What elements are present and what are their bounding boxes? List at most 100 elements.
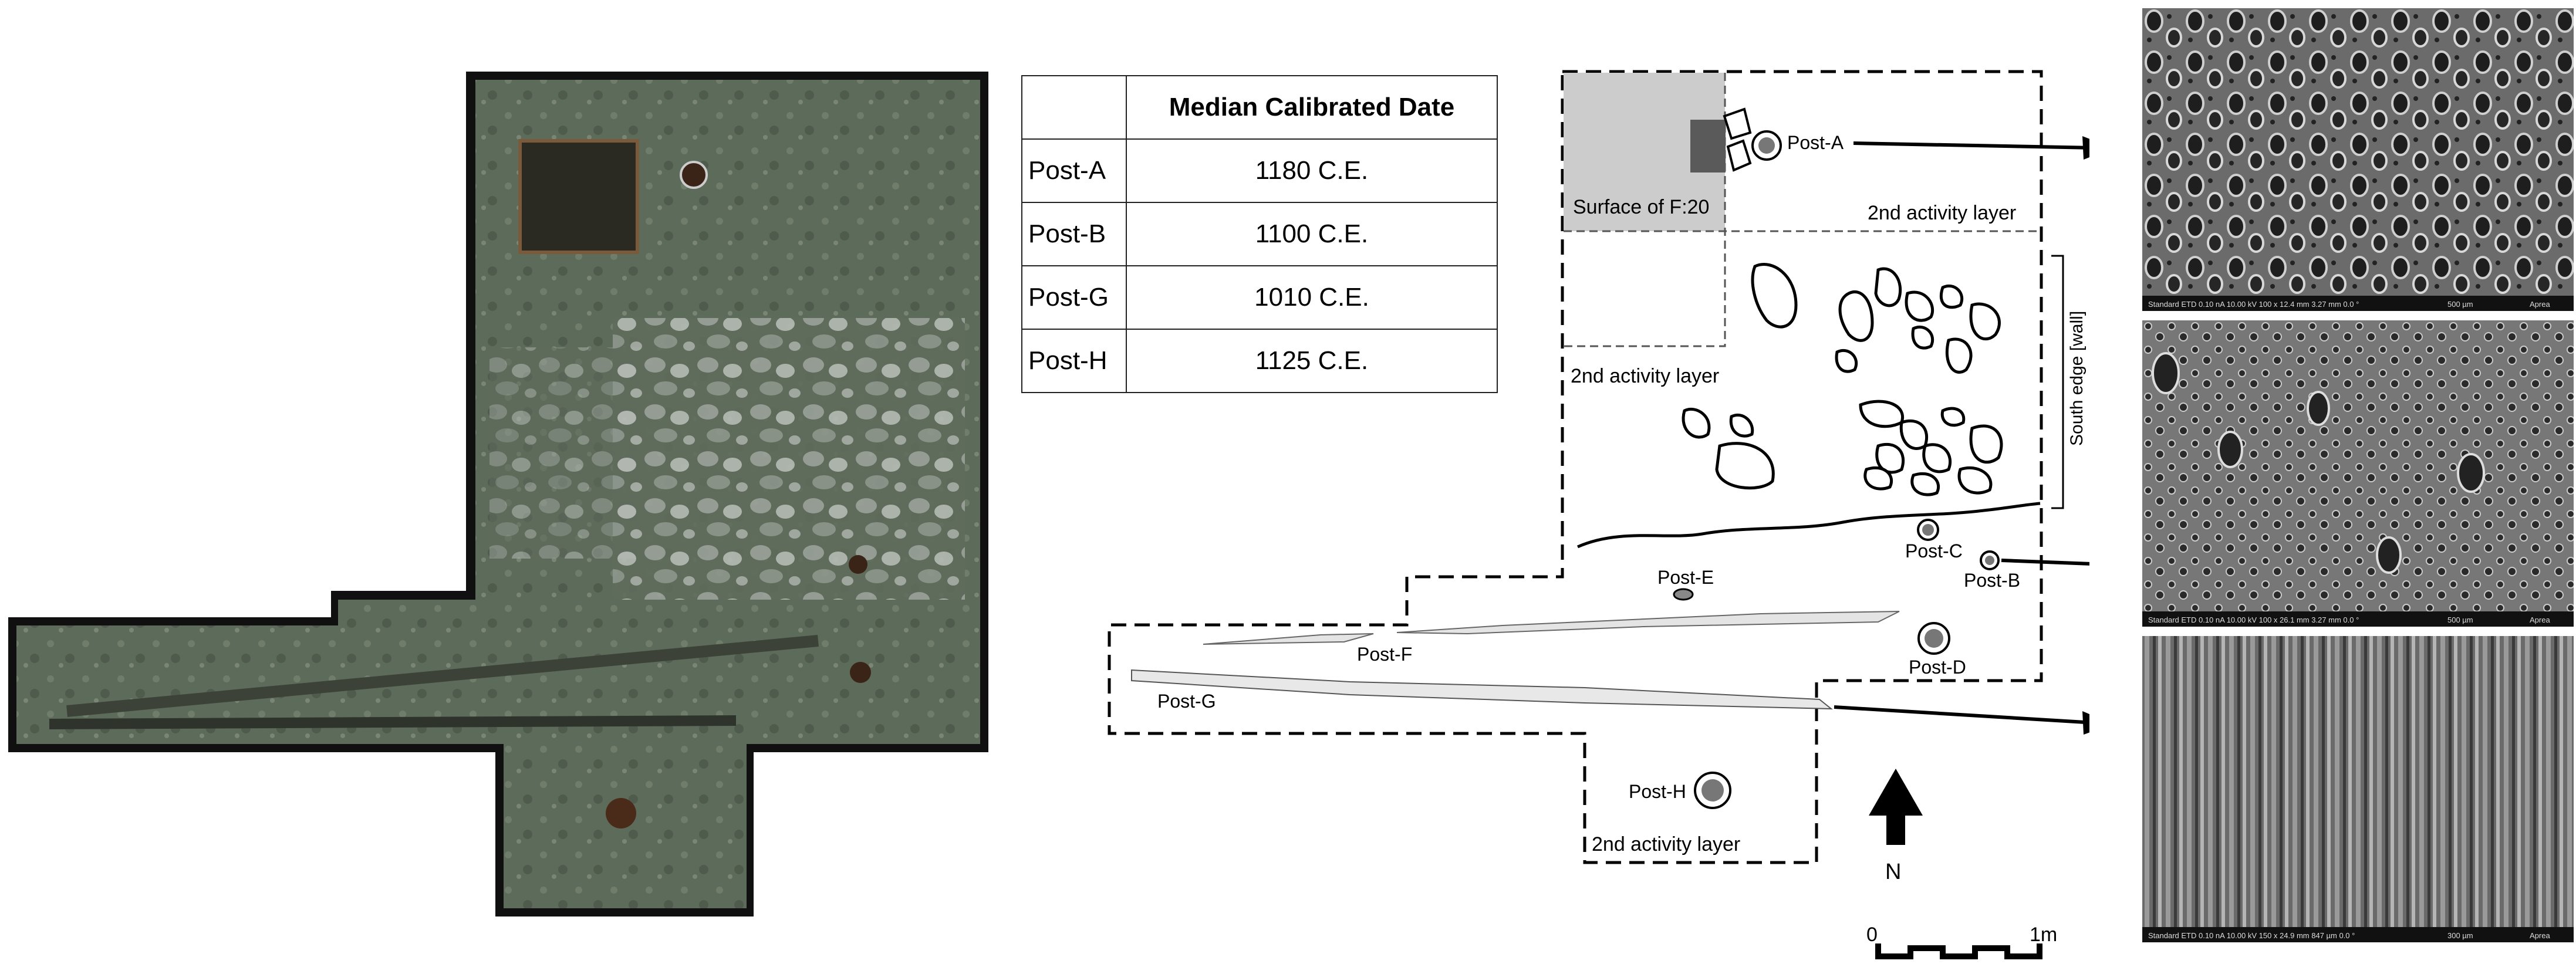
sem-info: Standard ETD 0.10 nA 10.00 kV 150 x 24.9… xyxy=(2148,931,2355,940)
sem-image xyxy=(2142,320,2574,627)
stone xyxy=(1969,302,2001,341)
scale-start-label: 0 xyxy=(1866,924,1878,946)
post-e-symbol xyxy=(1673,588,1694,601)
north-arrow-icon xyxy=(1869,769,1923,845)
table-post: Post-B xyxy=(1021,202,1127,266)
stone xyxy=(1939,284,1964,309)
photo-post-b xyxy=(849,555,867,574)
photo-stone-area-left xyxy=(489,347,642,559)
table-row: Post-G 1010 C.E. xyxy=(1021,265,1498,330)
post-a-stone xyxy=(1726,139,1752,172)
stone xyxy=(1751,263,1798,329)
photo-stone-area xyxy=(613,318,965,600)
table-row: Post-H 1125 C.E. xyxy=(1021,329,1498,393)
post-f-beam-east xyxy=(1396,611,1900,635)
post-b-arrow xyxy=(2001,559,2089,566)
table-date: 1180 C.E. xyxy=(1126,138,1498,203)
table-post: Post-H xyxy=(1021,329,1127,393)
sem-info-bar xyxy=(2142,296,2574,311)
post-a-symbol-core xyxy=(1758,137,1775,154)
stone xyxy=(1838,290,1874,342)
sem-info-bar xyxy=(2142,927,2574,942)
site-plan: Surface of F:20 2nd activity layer 2nd a… xyxy=(1108,70,2089,959)
stone xyxy=(1682,407,1711,439)
post-d-label: Post-D xyxy=(1909,657,1966,678)
sem-image xyxy=(2142,636,2574,942)
stone xyxy=(1957,466,1993,495)
table-date: 1100 C.E. xyxy=(1126,202,1498,266)
stone xyxy=(1922,443,1952,474)
wall-label: South edge [wall] xyxy=(2067,311,2087,446)
sem-scale: 500 µm xyxy=(2447,300,2473,309)
north-label: N xyxy=(1885,860,1901,884)
sem-info: Standard ETD 0.10 nA 10.00 kV 100 x 26.1… xyxy=(2148,615,2359,624)
table-row: Post-B 1100 C.E. xyxy=(1021,202,1498,266)
post-g-beam xyxy=(1131,669,1833,710)
table-header-row: Median Calibrated Date xyxy=(1021,75,1498,140)
post-f-beam-west xyxy=(1203,633,1374,645)
stone xyxy=(1911,325,1934,350)
post-h-core xyxy=(1701,779,1724,801)
table-date: 1010 C.E. xyxy=(1126,265,1498,330)
date-table: Median Calibrated Date Post-A 1180 C.E. … xyxy=(1021,75,1498,393)
stone xyxy=(1969,424,2003,464)
post-e-label: Post-E xyxy=(1657,567,1714,588)
stone xyxy=(1835,349,1858,373)
table-post: Post-G xyxy=(1021,265,1127,330)
stone xyxy=(1715,442,1775,490)
excavation-outline xyxy=(1108,70,2043,864)
post-a-label: Post-A xyxy=(1787,132,1844,153)
post-g-arrowhead xyxy=(2082,711,2089,735)
activity-layer-left: 2nd activity layer xyxy=(1571,365,1719,387)
sem-info: Standard ETD 0.10 nA 10.00 kV 100 x 12.4… xyxy=(2148,300,2359,309)
stone xyxy=(1729,413,1754,438)
sem-info-bar xyxy=(2142,611,2574,627)
sem-image xyxy=(2142,8,2574,311)
table-date: 1125 C.E. xyxy=(1126,329,1498,393)
photo-beam-g xyxy=(49,715,737,729)
sem-post-g: Standard ETD 0.10 nA 10.00 kV 150 x 24.9… xyxy=(2142,636,2574,942)
post-b-label: Post-B xyxy=(1964,570,2020,591)
post-c-core xyxy=(1922,524,1934,536)
post-a-arrowhead xyxy=(2082,136,2089,160)
photo-post-h xyxy=(606,798,636,828)
sem-brand: Aprea xyxy=(2530,615,2550,624)
table-corner-cell xyxy=(1021,75,1127,140)
stone xyxy=(1940,407,1966,427)
wall-bracket xyxy=(2051,255,2064,509)
stone xyxy=(1859,400,1905,428)
photo-post-a xyxy=(680,161,708,189)
sem-scale: 300 µm xyxy=(2447,931,2473,940)
sem-brand: Aprea xyxy=(2530,300,2550,309)
excavation-photo xyxy=(8,72,988,916)
post-b-core xyxy=(1985,556,1994,565)
stone xyxy=(1875,442,1905,474)
south-edge-line xyxy=(1576,502,2041,549)
post-g-label: Post-G xyxy=(1157,691,1216,712)
table-post: Post-A xyxy=(1021,138,1127,203)
photo-beam-f xyxy=(66,635,819,717)
sem-post-b: Standard ETD 0.10 nA 10.00 kV 100 x 26.1… xyxy=(2142,320,2574,627)
scale-bar xyxy=(1875,943,2042,959)
post-c-label: Post-C xyxy=(1905,540,1963,562)
post-g-arrow xyxy=(1834,705,2089,725)
post-a-arrow xyxy=(1853,141,2089,150)
stone xyxy=(1945,337,1973,374)
post-a-block xyxy=(1690,120,1726,173)
post-f-label: Post-F xyxy=(1357,644,1412,665)
stone xyxy=(1863,466,1893,491)
surface-label: Surface of F:20 xyxy=(1573,196,1709,218)
activity-layer-lower: 2nd activity layer xyxy=(1592,833,1740,855)
table-row: Post-A 1180 C.E. xyxy=(1021,138,1498,203)
stone xyxy=(1899,419,1929,450)
photo-post-d xyxy=(850,662,871,683)
activity-layer-upper: 2nd activity layer xyxy=(1868,202,2016,224)
photo-test-pit xyxy=(518,139,639,254)
stone xyxy=(1910,472,1940,496)
scale-end-label: 1m xyxy=(2030,924,2057,946)
stone xyxy=(1905,290,1934,322)
sem-large-vessels xyxy=(2152,352,2485,574)
sem-brand: Aprea xyxy=(2530,931,2550,940)
sem-scale: 500 µm xyxy=(2447,615,2473,624)
table-header: Median Calibrated Date xyxy=(1126,75,1498,140)
